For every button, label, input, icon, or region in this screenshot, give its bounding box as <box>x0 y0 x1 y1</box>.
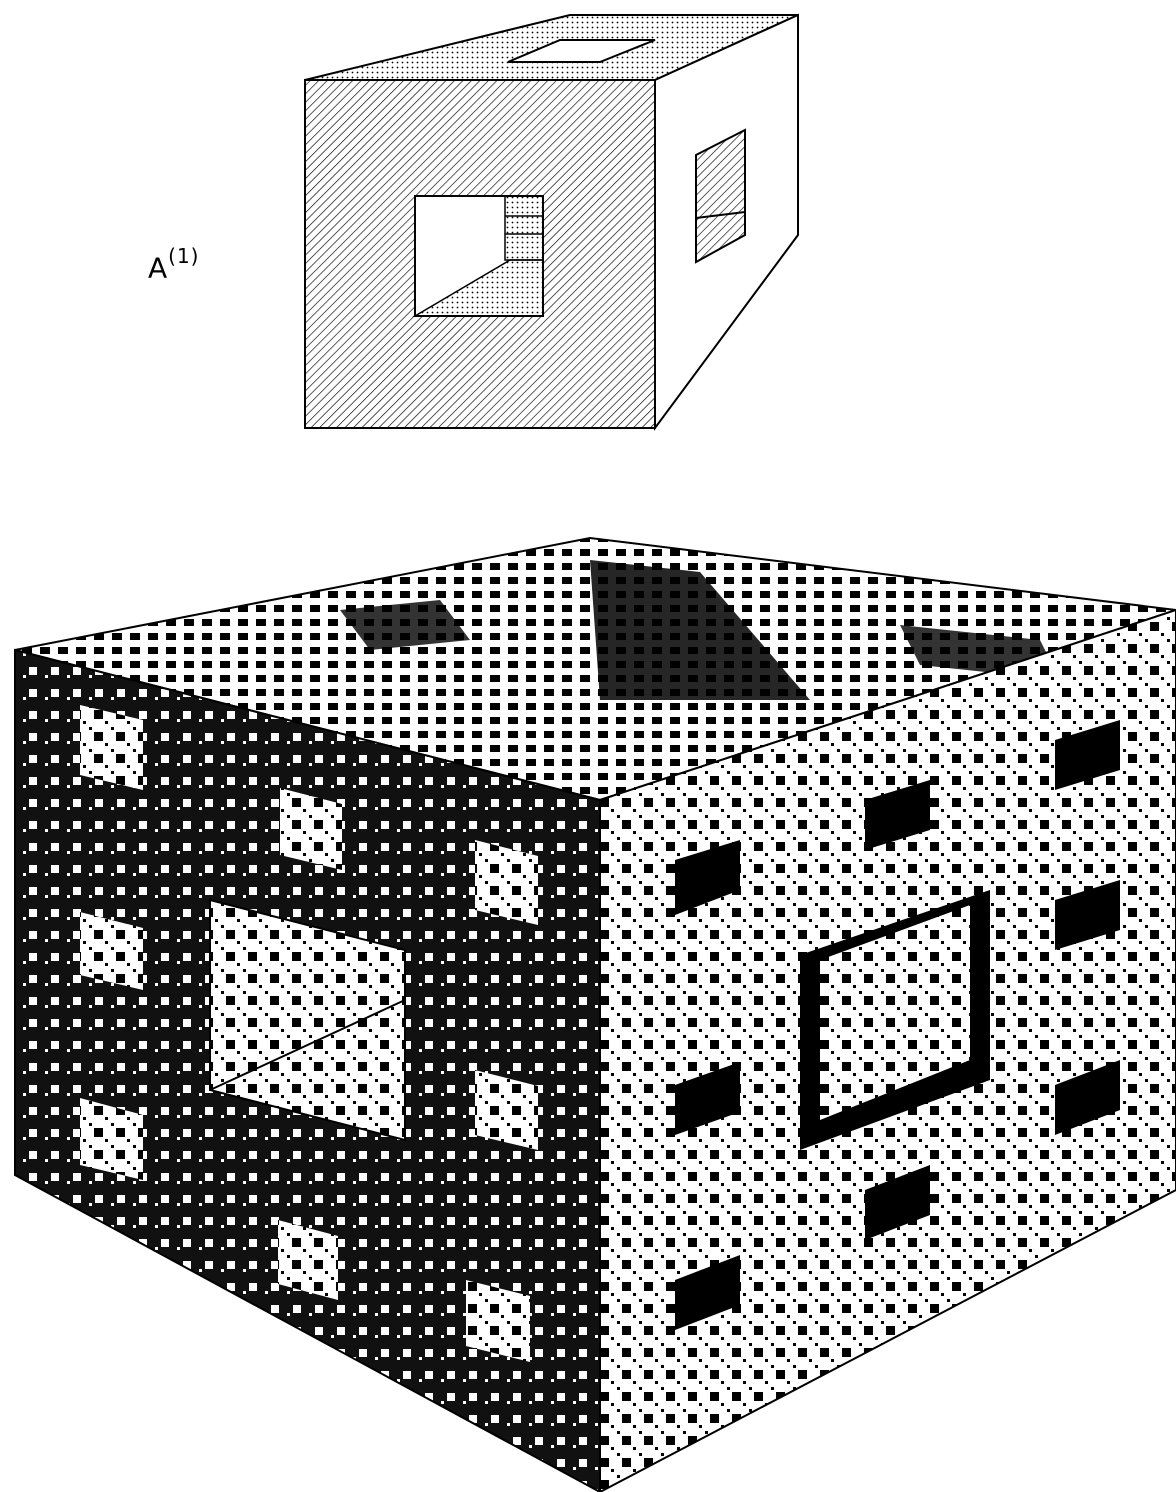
cube-iteration-1 <box>305 15 798 428</box>
cube-iteration-n <box>15 538 1176 1492</box>
